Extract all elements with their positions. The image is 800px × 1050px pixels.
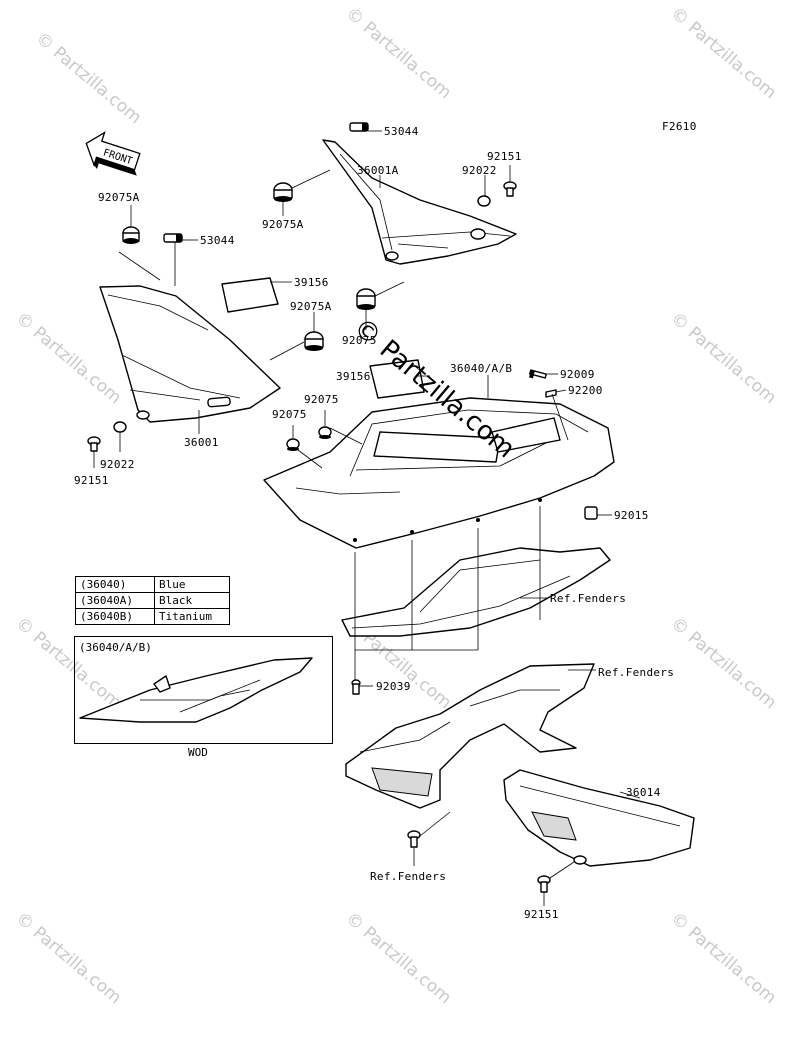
watermark: © Partzilla.com	[667, 614, 780, 714]
side-cover-36001	[99, 285, 281, 423]
washer-92022-left	[113, 421, 127, 433]
bolt-92039	[351, 679, 361, 695]
watermark: © Partzilla.com	[667, 909, 780, 1009]
color-row: (36040) Blue	[75, 576, 230, 593]
label-36014: 36014	[626, 786, 661, 799]
label-92075-b: 92075	[304, 393, 339, 406]
label-ref-fenders-2: Ref.Fenders	[598, 666, 674, 679]
label-92009: 92009	[560, 368, 595, 381]
grommet-92075a-upper	[273, 182, 293, 202]
label-ref-fenders-3: Ref.Fenders	[370, 870, 446, 883]
watermark: © Partzilla.com	[667, 309, 780, 409]
watermark: © Partzilla.com	[12, 309, 125, 409]
label-53044-top: 53044	[384, 125, 419, 138]
bolt-92151-top	[503, 181, 517, 197]
side-cover-36001a	[322, 139, 517, 265]
grommet-92075a-mid	[304, 331, 324, 351]
label-39156-left: 39156	[294, 276, 329, 289]
grommet-92075-a	[286, 438, 300, 451]
label-92151-left: 92151	[74, 474, 109, 487]
color-row: (36040B) Titanium	[75, 608, 230, 625]
front-arrow-icon: FRONT	[85, 131, 141, 176]
label-92075-center: 92075	[342, 334, 377, 347]
bolt-92151-bottom	[537, 875, 551, 893]
watermark: © Partzilla.com	[32, 29, 145, 129]
label-53044-left: 53044	[200, 234, 235, 247]
decal-39156-left	[221, 277, 279, 313]
inset-caption: WOD	[188, 746, 208, 759]
color-code: (36040)	[75, 576, 155, 593]
decal-39156-center	[369, 359, 425, 399]
label-36001a: 36001A	[357, 164, 399, 177]
color-name: Blue	[154, 576, 230, 593]
label-39156-center: 39156	[336, 370, 371, 383]
grommet-92015	[584, 506, 598, 520]
watermark: © Partzilla.com	[667, 4, 780, 104]
color-table: (36040) Blue (36040A) Black (36040B) Tit…	[75, 576, 230, 625]
inset-box: (36040/A/B)	[74, 636, 333, 744]
label-36040: 36040/A/B	[450, 362, 512, 375]
label-92200: 92200	[568, 384, 603, 397]
label-92039: 92039	[376, 680, 411, 693]
label-92015: 92015	[614, 509, 649, 522]
washer-92022-top	[477, 195, 491, 207]
grommet-92075a-left	[122, 226, 140, 244]
color-name: Black	[154, 592, 230, 609]
label-92075a-mid: 92075A	[290, 300, 332, 313]
bolt-92009	[529, 369, 547, 379]
rear-fender	[345, 663, 595, 809]
under-tray	[341, 547, 611, 637]
bolt-ref-fenders	[407, 830, 421, 848]
label-92151-top: 92151	[487, 150, 522, 163]
label-36001: 36001	[184, 436, 219, 449]
label-92075a-left: 92075A	[98, 191, 140, 204]
grommet-53044-top	[349, 122, 369, 132]
grommet-53044-left	[163, 233, 183, 243]
chain-guard-36014	[503, 769, 695, 867]
label-92022-top: 92022	[462, 164, 497, 177]
label-92075a-upper: 92075A	[262, 218, 304, 231]
watermark: © Partzilla.com	[12, 909, 125, 1009]
seat-cowl-36040	[263, 397, 615, 549]
bolt-92151-left	[87, 436, 101, 452]
inset-cowl-drawing	[79, 657, 313, 723]
color-code: (36040A)	[75, 592, 155, 609]
label-92075-a: 92075	[272, 408, 307, 421]
figure-code: F2610	[662, 120, 697, 133]
grommet-92075-b	[318, 426, 332, 439]
color-code: (36040B)	[75, 608, 155, 625]
label-92022-left: 92022	[100, 458, 135, 471]
label-ref-fenders-1: Ref.Fenders	[550, 592, 626, 605]
label-92151-bottom: 92151	[524, 908, 559, 921]
inset-title: (36040/A/B)	[79, 641, 152, 654]
clamp-92200	[545, 389, 557, 398]
color-row: (36040A) Black	[75, 592, 230, 609]
part-labels: 53044 36001A 92022 92151 92075A 92075A 5…	[74, 125, 674, 921]
watermark: © Partzilla.com	[342, 909, 455, 1009]
color-name: Titanium	[154, 608, 230, 625]
watermark: © Partzilla.com	[342, 4, 455, 104]
leader-lines	[93, 130, 641, 906]
